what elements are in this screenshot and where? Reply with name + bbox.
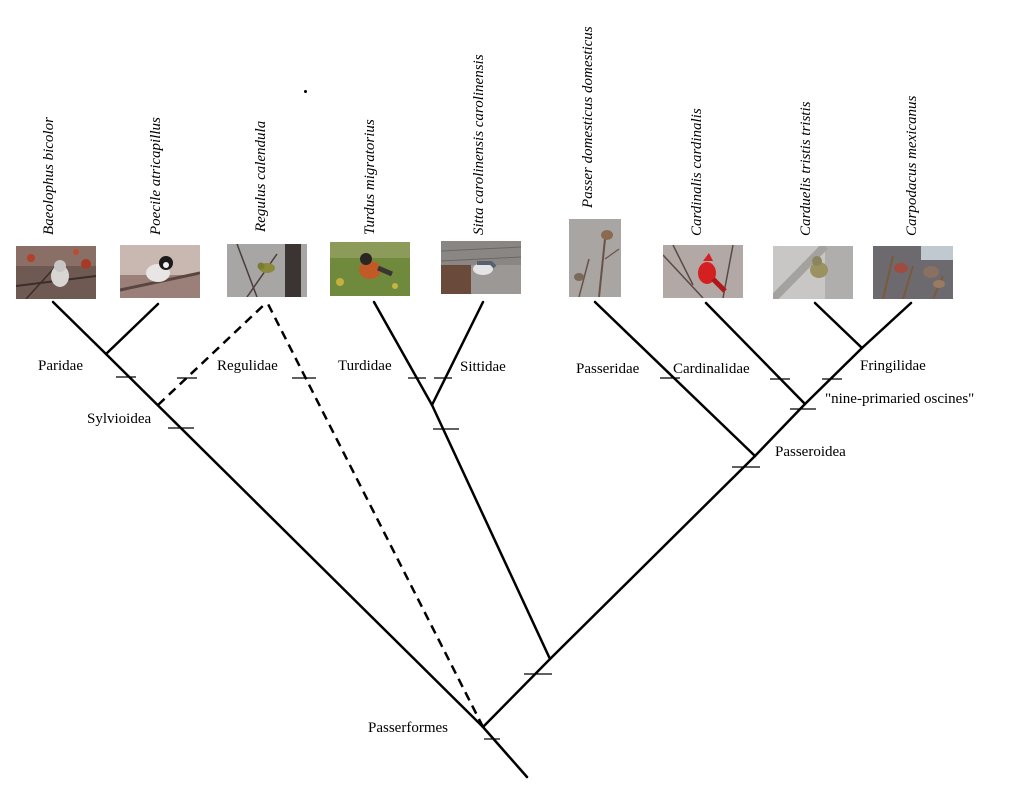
branch-fringilidae	[803, 346, 864, 406]
species-label-turdus: Turdus migratorius	[362, 119, 378, 235]
branch-passeroidea	[548, 454, 757, 661]
clade-label-passeridae: Passeridae	[576, 361, 640, 377]
bird-photo-regulus	[227, 244, 307, 297]
clade-label-passerformes: Passerformes	[368, 720, 448, 736]
branch-carduelis	[813, 301, 864, 350]
bird-photo-poecile	[120, 245, 200, 298]
species-label-regulus: Regulus calendula	[253, 120, 269, 232]
dashed-branch-regulidae	[265, 301, 485, 728]
branch-turdus	[372, 300, 434, 407]
branch-nine-primaried	[753, 402, 807, 458]
clade-label-passeroidea: Passeroidea	[775, 444, 846, 460]
bird-photo-turdus	[330, 242, 410, 296]
branch-sitta	[430, 300, 485, 407]
branch-cardinalis	[704, 301, 807, 406]
branch-sylvioidea	[104, 352, 485, 729]
branch-passerida	[481, 657, 552, 729]
clade-label-nine-primaried-oscines: "nine-primaried oscines"	[825, 391, 975, 407]
bird-photo-baeolophus	[16, 246, 96, 299]
clade-label-sylvioidea: Sylvioidea	[87, 411, 152, 427]
branch-baeolophus	[51, 300, 108, 356]
clade-label-sittidae: Sittidae	[460, 359, 506, 375]
clade-label-turdidae: Turdidae	[338, 358, 392, 374]
species-label-poecile: Poecile atricapillus	[148, 117, 164, 235]
clade-label-fringilidae: Fringilidae	[860, 358, 926, 374]
species-label-carpodacus: Carpodacus mexicanus	[904, 95, 920, 236]
clade-label-regulidae: Regulidae	[217, 358, 278, 374]
branch-turdidae-sittidae	[430, 403, 552, 661]
clade-label-cardinalidae: Cardinalidae	[673, 361, 750, 377]
stray-dot	[304, 90, 307, 93]
bird-photo-carduelis	[773, 246, 853, 299]
species-label-baeolophus: Baeolophus bicolor	[41, 117, 57, 235]
branch-poecile	[104, 302, 160, 356]
bird-photo-sitta	[441, 241, 521, 294]
species-label-sitta: Sitta carolinensis carolinensis	[471, 54, 487, 235]
species-label-cardinalis: Cardinalis cardinalis	[689, 108, 705, 236]
root-branch	[481, 725, 529, 779]
branch-carpodacus	[860, 301, 913, 350]
bird-photo-cardinalis	[663, 245, 743, 298]
species-label-passer: Passer domesticus domesticus	[580, 26, 596, 208]
bird-photo-carpodacus	[873, 246, 953, 299]
bird-photo-passer	[569, 219, 621, 297]
clade-label-paridae: Paridae	[38, 358, 83, 374]
dashed-branch-regulidae-alt	[157, 301, 268, 406]
species-label-carduelis: Carduelis tristis tristis	[798, 101, 814, 236]
branch-passer	[593, 300, 757, 458]
